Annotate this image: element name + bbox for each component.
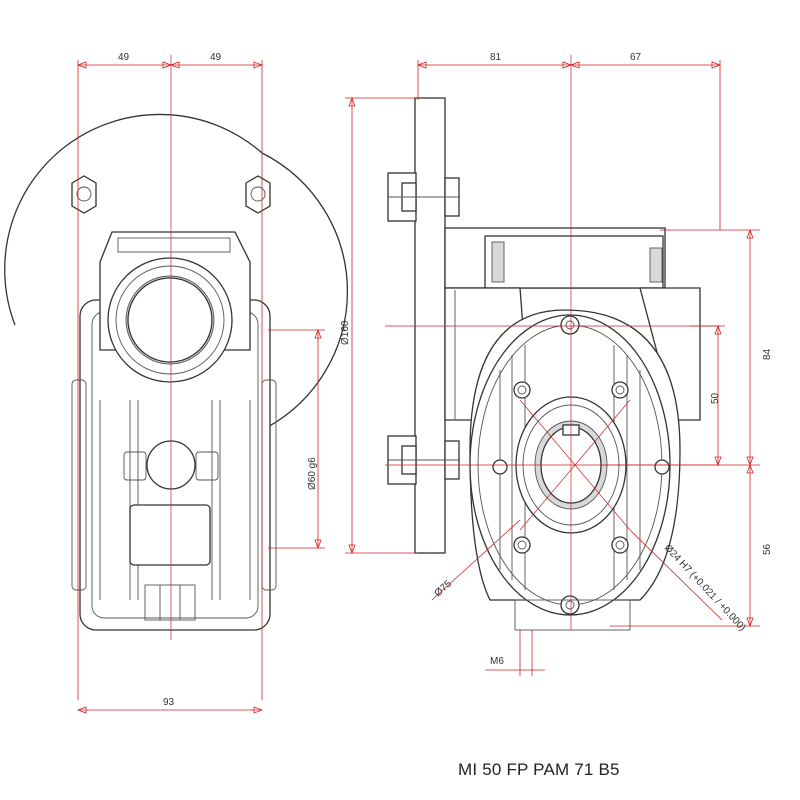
side-view: 81 67 Ø160 84 50 56 Ø24 H7 (+0.021 / +0.… xyxy=(340,52,773,676)
drawing-title: MI 50 FP PAM 71 B5 xyxy=(458,760,620,779)
gear-housing xyxy=(469,309,681,631)
front-view: 49 49 93 Ø60 g6 xyxy=(4,52,349,714)
pitch-leader xyxy=(431,519,521,601)
bore-leader xyxy=(629,529,723,621)
bolt-head-right xyxy=(245,175,271,214)
dim-49-right: 49 xyxy=(210,52,222,63)
dim-bore: Ø24 H7 (+0.021 / +0.000) xyxy=(662,543,748,634)
flange-bolt-bottom xyxy=(387,435,460,485)
dim-56: 56 xyxy=(762,543,773,555)
input-bore xyxy=(107,257,233,383)
flange-outline-arc-right xyxy=(261,152,349,431)
dim-49-left: 49 xyxy=(118,52,130,63)
flange-bolt-top xyxy=(387,172,460,222)
dim-84: 84 xyxy=(762,348,773,360)
flange-plate xyxy=(414,97,446,554)
flange-outline-arc xyxy=(4,113,263,326)
dim-81: 81 xyxy=(490,52,502,63)
dim-shaft-diameter: Ø60 g6 xyxy=(307,457,318,490)
bolt-head-left xyxy=(71,175,97,214)
dim-67: 67 xyxy=(630,52,642,63)
dim-93: 93 xyxy=(163,697,175,708)
dim-50: 50 xyxy=(710,392,721,404)
dim-thread: M6 xyxy=(490,656,504,667)
dim-flange-diameter: Ø160 xyxy=(340,320,351,345)
dim-pitch-circle: Ø75 xyxy=(433,578,455,599)
shaft-boss xyxy=(123,440,219,621)
